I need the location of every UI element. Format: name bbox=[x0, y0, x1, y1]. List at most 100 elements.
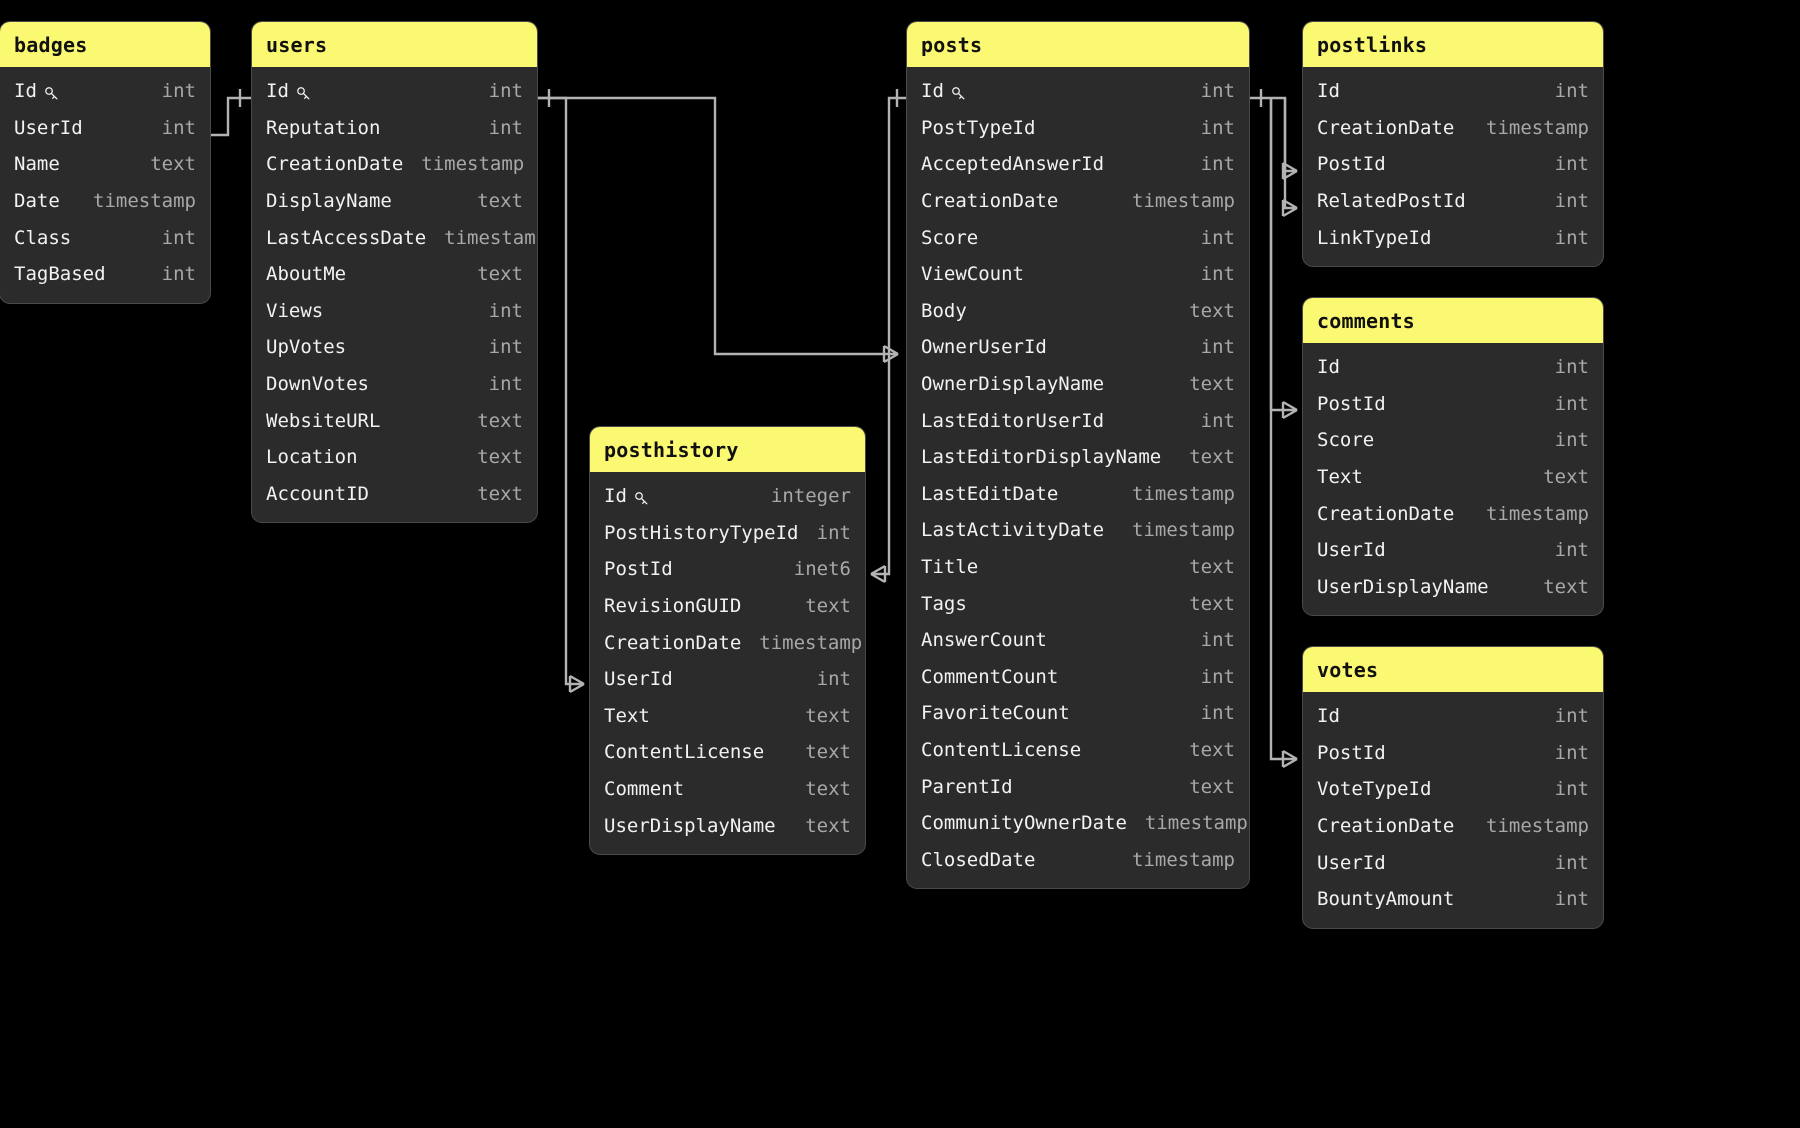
table-title-posthistory[interactable]: posthistory bbox=[590, 427, 865, 472]
table-title-comments[interactable]: comments bbox=[1303, 298, 1603, 343]
table-title-users[interactable]: users bbox=[252, 22, 537, 67]
field-name-label: PostId bbox=[1317, 153, 1386, 176]
field-name: PostId bbox=[604, 558, 673, 580]
field-name-label: LastActivityDate bbox=[921, 519, 1105, 542]
field-name-label: Id bbox=[604, 485, 627, 508]
field-name: Id bbox=[14, 80, 60, 102]
field-name-label: FavoriteCount bbox=[921, 702, 1070, 725]
field-name-label: UserId bbox=[604, 668, 673, 691]
field-name: ClosedDate bbox=[921, 849, 1035, 871]
field-name: PostId bbox=[1317, 153, 1386, 175]
field-type: int bbox=[488, 116, 523, 139]
field-name-label: ViewCount bbox=[921, 263, 1024, 286]
field-name: Body bbox=[921, 300, 967, 322]
table-title-badges[interactable]: badges bbox=[0, 22, 210, 67]
table-title-votes[interactable]: votes bbox=[1303, 647, 1603, 692]
field-name-label: Text bbox=[1317, 466, 1363, 489]
table-title-postlinks[interactable]: postlinks bbox=[1303, 22, 1603, 67]
field-name: OwnerDisplayName bbox=[921, 373, 1104, 395]
link-users-id-posts-owneruserid bbox=[537, 89, 899, 364]
table-title-posts[interactable]: posts bbox=[907, 22, 1249, 67]
field-name: CreationDate bbox=[1317, 503, 1454, 525]
field-name-label: Name bbox=[14, 153, 60, 176]
field-type: text bbox=[477, 263, 523, 286]
